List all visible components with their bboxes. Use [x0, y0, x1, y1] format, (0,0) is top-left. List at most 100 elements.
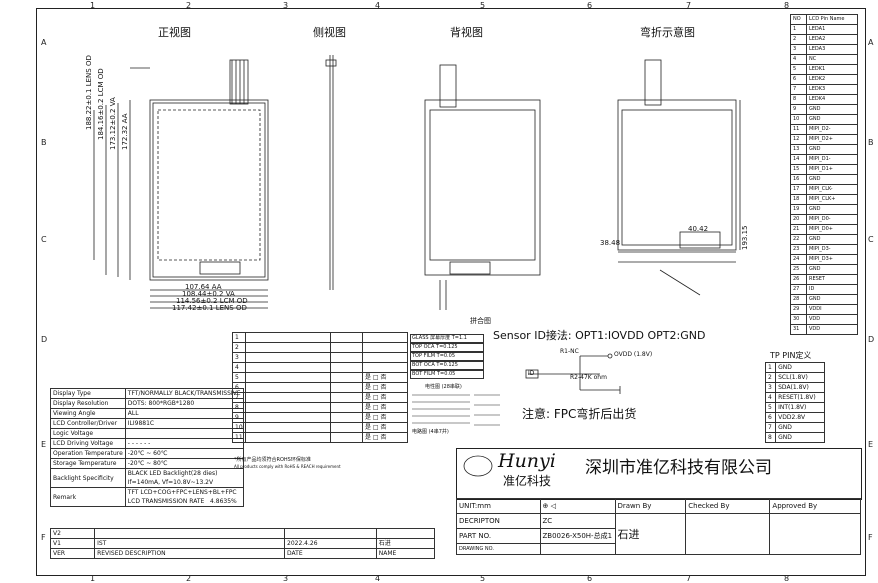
back-fpc: [439, 64, 457, 108]
tp-no: 6: [764, 412, 777, 423]
spec-value: TFT/NORMALLY BLACK/TRANSMISSIVE: [124, 388, 244, 399]
pin-no: 28: [790, 294, 807, 305]
dim-label: 117.42±0.1 LENS OD: [172, 304, 247, 312]
pin-no: 13: [790, 144, 807, 155]
ruler-num: 1: [90, 574, 96, 583]
pin-name: MIPI_D3-: [805, 244, 859, 255]
pin-no: 26: [790, 274, 807, 285]
front-fpc: [229, 59, 249, 105]
revision-cell: V2: [49, 528, 96, 539]
pin-no: 6: [790, 74, 807, 85]
pin-name: GND: [805, 144, 859, 155]
descr-value: ZC: [539, 513, 616, 529]
pin-name: VDD: [805, 324, 859, 335]
dim-label: 172.32 AA: [121, 113, 129, 151]
tp-name: GND: [775, 432, 825, 443]
revision-row: V2: [49, 528, 436, 539]
ruler-num: 1: [90, 1, 96, 10]
tp-no: 4: [764, 392, 777, 403]
rohs-note: *所有产品均须符合ROHS环保标准: [234, 457, 311, 463]
dim-label: 184.16±0.2 LCM OD: [97, 68, 105, 140]
fpc-note: 注意: FPC弯折后出货: [522, 407, 637, 421]
spec-row: Operation Temperature-20℃ ~ 60℃: [50, 448, 244, 459]
spec-key: Storage Temperature: [50, 458, 126, 469]
pin-no: 17: [790, 184, 807, 195]
revision-header-cell: REVISED DESCRIPTION: [94, 548, 285, 559]
pin-name: MIPI_CLK-: [805, 184, 859, 195]
ruler-num: 5: [480, 1, 486, 10]
tp-name: VDD2.8V: [775, 412, 825, 423]
revision-header-cell: DATE: [284, 548, 377, 559]
ruler-letter: A: [868, 38, 874, 47]
pin-name: NC: [805, 54, 859, 65]
pin-name: MIPI_D3+: [805, 254, 859, 265]
pin-name: GND: [805, 264, 859, 275]
elec-label: 电路图 (4串7并): [412, 429, 449, 435]
material-row: 2: [232, 342, 408, 353]
ruler-letter: D: [868, 335, 875, 344]
check-yes: 是: [365, 434, 372, 441]
spec-key: Logic Voltage: [50, 428, 126, 439]
stackup-item: GLASS 屏幕厚度 T=1.1: [410, 334, 484, 343]
ruler-letter: C: [868, 235, 874, 244]
pin-header: LCD Pin Name: [805, 14, 859, 25]
front-lens-outline: [149, 99, 269, 281]
material-row: 4: [232, 362, 408, 373]
pin-no: 12: [790, 134, 807, 145]
spec-value: DOTS: 800*RGB*1280: [124, 398, 244, 409]
unit-cell: UNIT:mm: [456, 498, 541, 514]
material-no: 11: [232, 432, 246, 443]
pin-no: 22: [790, 234, 807, 245]
tp-no: 5: [764, 402, 777, 413]
partno-value: ZB0026-X50H-总成1: [539, 528, 616, 544]
pin-name: VDDI: [805, 304, 859, 315]
pin-name: LEDK3: [805, 84, 859, 95]
check-no: 否: [380, 434, 387, 441]
ruler-num: 2: [186, 1, 192, 10]
drawn-by: Drawn By: [614, 498, 687, 514]
pin-no: 11: [790, 124, 807, 135]
back-view-title: 背视图: [450, 26, 483, 39]
pin-name: ID: [805, 284, 859, 295]
drawing-frame: [36, 8, 866, 576]
tp-name: RESET(1.8V): [775, 392, 825, 403]
ruler-num: 8: [784, 574, 790, 583]
circuit-label: OVDD (1.8V): [614, 351, 653, 358]
ruler-letter: E: [868, 440, 874, 449]
dim-label: 188.22±0.1 LENS OD: [85, 55, 93, 130]
stackup-item: BOT OCA T=0.125: [410, 361, 484, 370]
pin-no: 1: [790, 24, 807, 35]
ruler-num: 3: [283, 574, 289, 583]
pin-name: LEDA2: [805, 34, 859, 45]
material-no: 7: [232, 392, 246, 403]
ruler-num: 3: [283, 1, 289, 10]
check-yes: 是: [365, 414, 372, 421]
ruler-letter: B: [868, 138, 874, 147]
